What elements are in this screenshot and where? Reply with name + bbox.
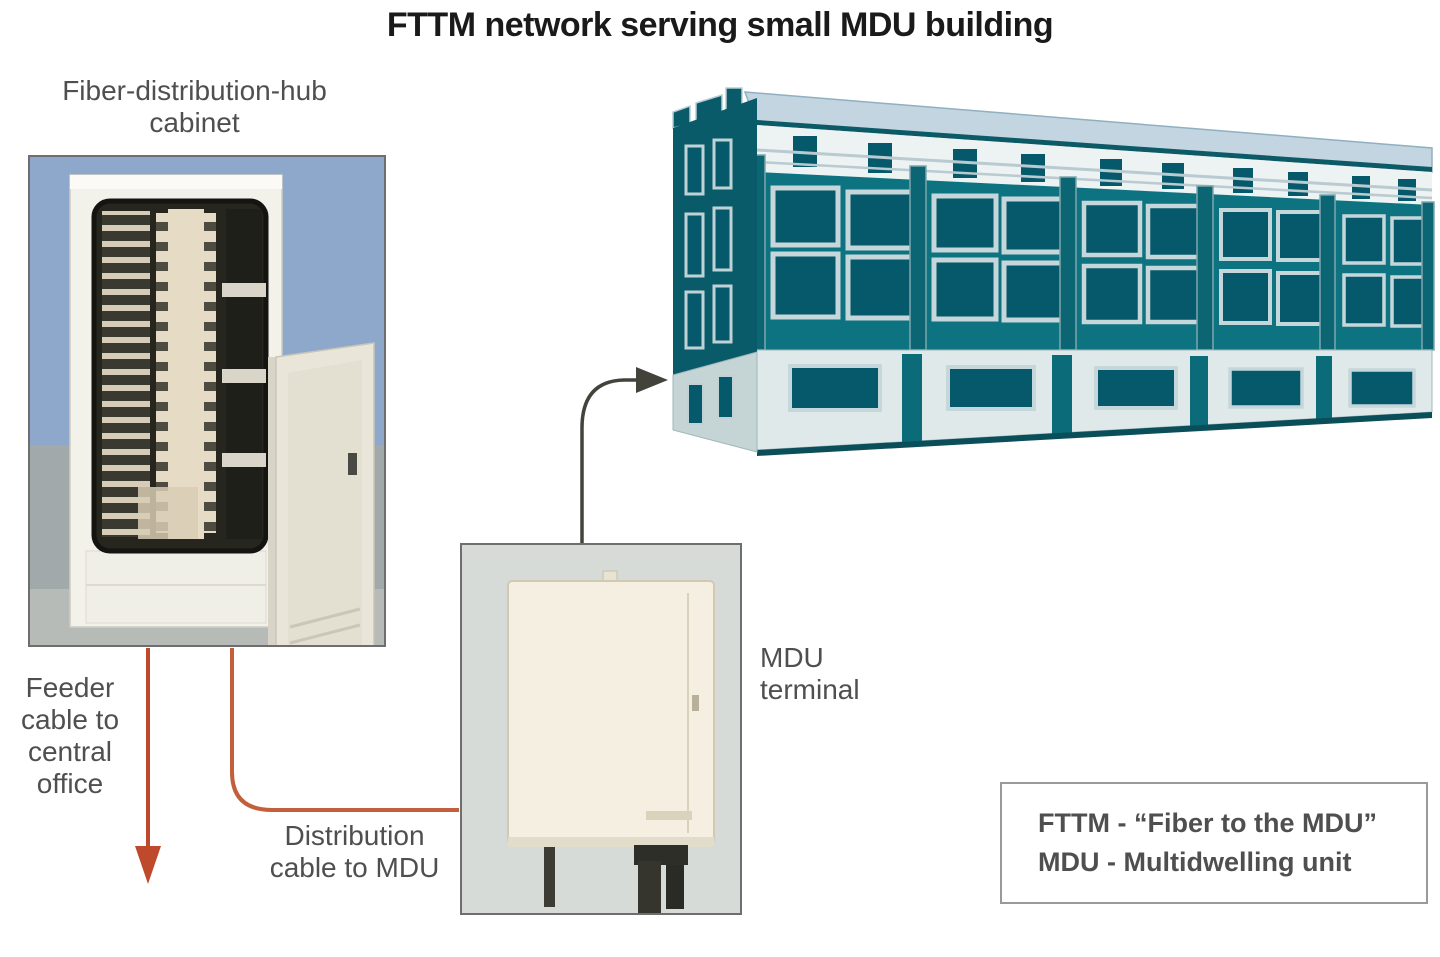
distribution-cable-label: Distribution cable to MDU bbox=[269, 820, 440, 883]
distribution-cable-line bbox=[230, 648, 459, 812]
cabinet-interior bbox=[91, 198, 269, 554]
cabinet-label: Fiber-distribution-hub cabinet bbox=[62, 75, 327, 138]
page-title: FTTM network serving small MDU building bbox=[386, 6, 1054, 44]
feeder-cable-arrow-icon bbox=[135, 648, 161, 884]
mdu-terminal-illustration bbox=[462, 545, 740, 913]
legend-line-mdu: MDU - Multidwelling unit bbox=[1038, 847, 1352, 877]
feeder-cable-label: Feeder cable to central office bbox=[20, 672, 120, 799]
terminal-cables bbox=[544, 845, 688, 913]
legend-box: FTTM - “Fiber to the MDU” MDU - Multidwe… bbox=[1000, 782, 1428, 904]
building-ground-floor bbox=[756, 349, 1433, 456]
mdu-terminal-photo bbox=[460, 543, 742, 915]
cabinet-photo bbox=[28, 155, 386, 647]
cabinet-illustration bbox=[30, 157, 384, 645]
mdu-building-illustration bbox=[672, 87, 1435, 456]
building-end-wall bbox=[672, 87, 758, 453]
terminal-box bbox=[507, 570, 715, 847]
legend-line-fttm: FTTM - “Fiber to the MDU” bbox=[1038, 808, 1377, 838]
building-upper-band bbox=[756, 125, 1433, 205]
curved-right-arrow-icon bbox=[580, 367, 668, 543]
mdu-terminal-label: MDU terminal bbox=[760, 642, 860, 705]
cabinet-door bbox=[268, 342, 375, 645]
building-main-wall bbox=[748, 154, 1435, 351]
